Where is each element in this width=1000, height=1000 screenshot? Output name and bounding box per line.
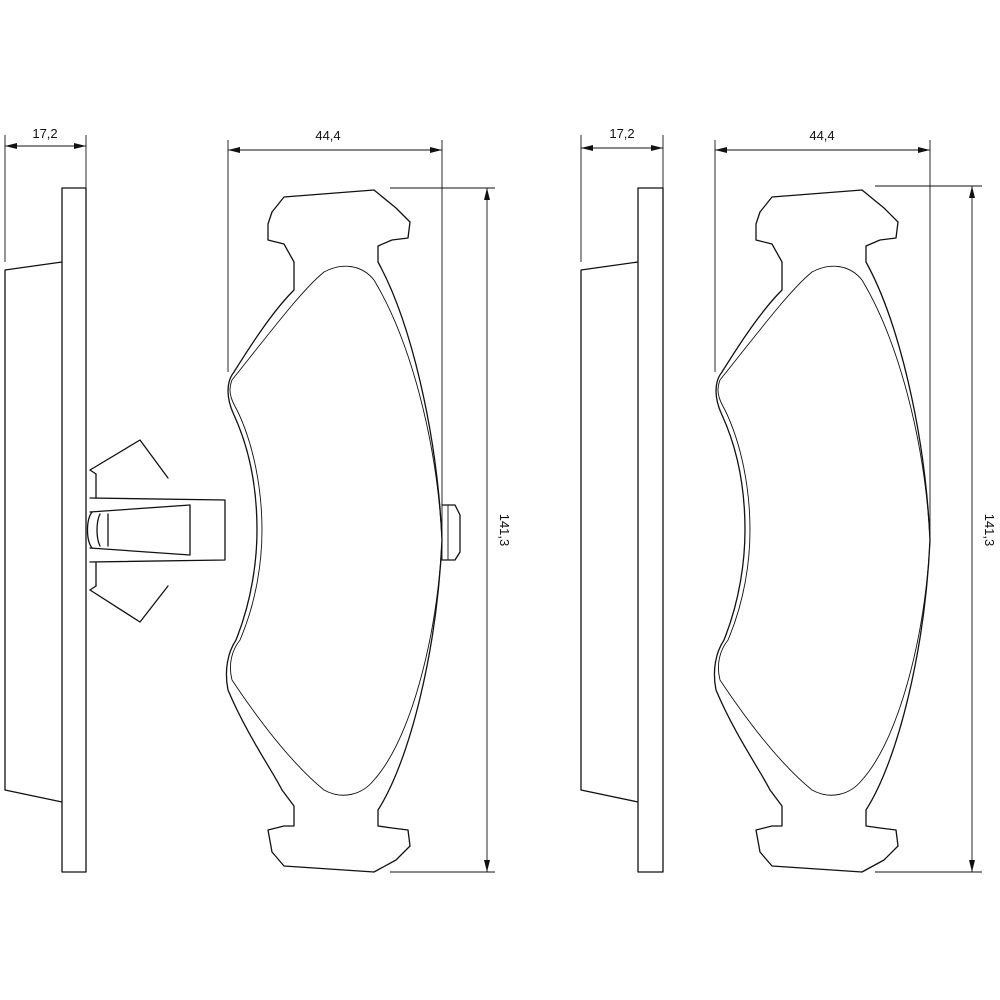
left-pad-front-view <box>225 189 443 873</box>
right-friction-block-side <box>580 261 639 803</box>
left-pad-spring-clip <box>86 439 226 623</box>
right-backing-plate-side <box>637 187 664 873</box>
right-width-label: 44,4 <box>809 128 834 143</box>
right-height-dimension: 141,3 <box>875 185 997 873</box>
right-height-label: 141,3 <box>982 514 997 547</box>
left-backing-plate-side <box>61 187 87 873</box>
left-height-dimension: 141,3 <box>390 187 512 873</box>
right-thickness-dimension: 17,2 <box>580 126 664 262</box>
left-thickness-dimension: 17,2 <box>4 126 87 262</box>
left-pad-side-view <box>4 187 87 873</box>
left-friction-block-side <box>4 261 63 803</box>
right-width-dimension: 44,4 <box>714 128 931 540</box>
right-pad-side-view <box>580 187 664 873</box>
left-pad-wear-indicator <box>441 504 461 561</box>
left-width-dimension: 44,4 <box>227 128 443 560</box>
right-thickness-label: 17,2 <box>609 126 634 141</box>
left-height-label: 141,3 <box>497 514 512 547</box>
left-width-label: 44,4 <box>315 128 340 143</box>
left-thickness-label: 17,2 <box>32 126 57 141</box>
right-pad-front-view <box>713 189 931 873</box>
